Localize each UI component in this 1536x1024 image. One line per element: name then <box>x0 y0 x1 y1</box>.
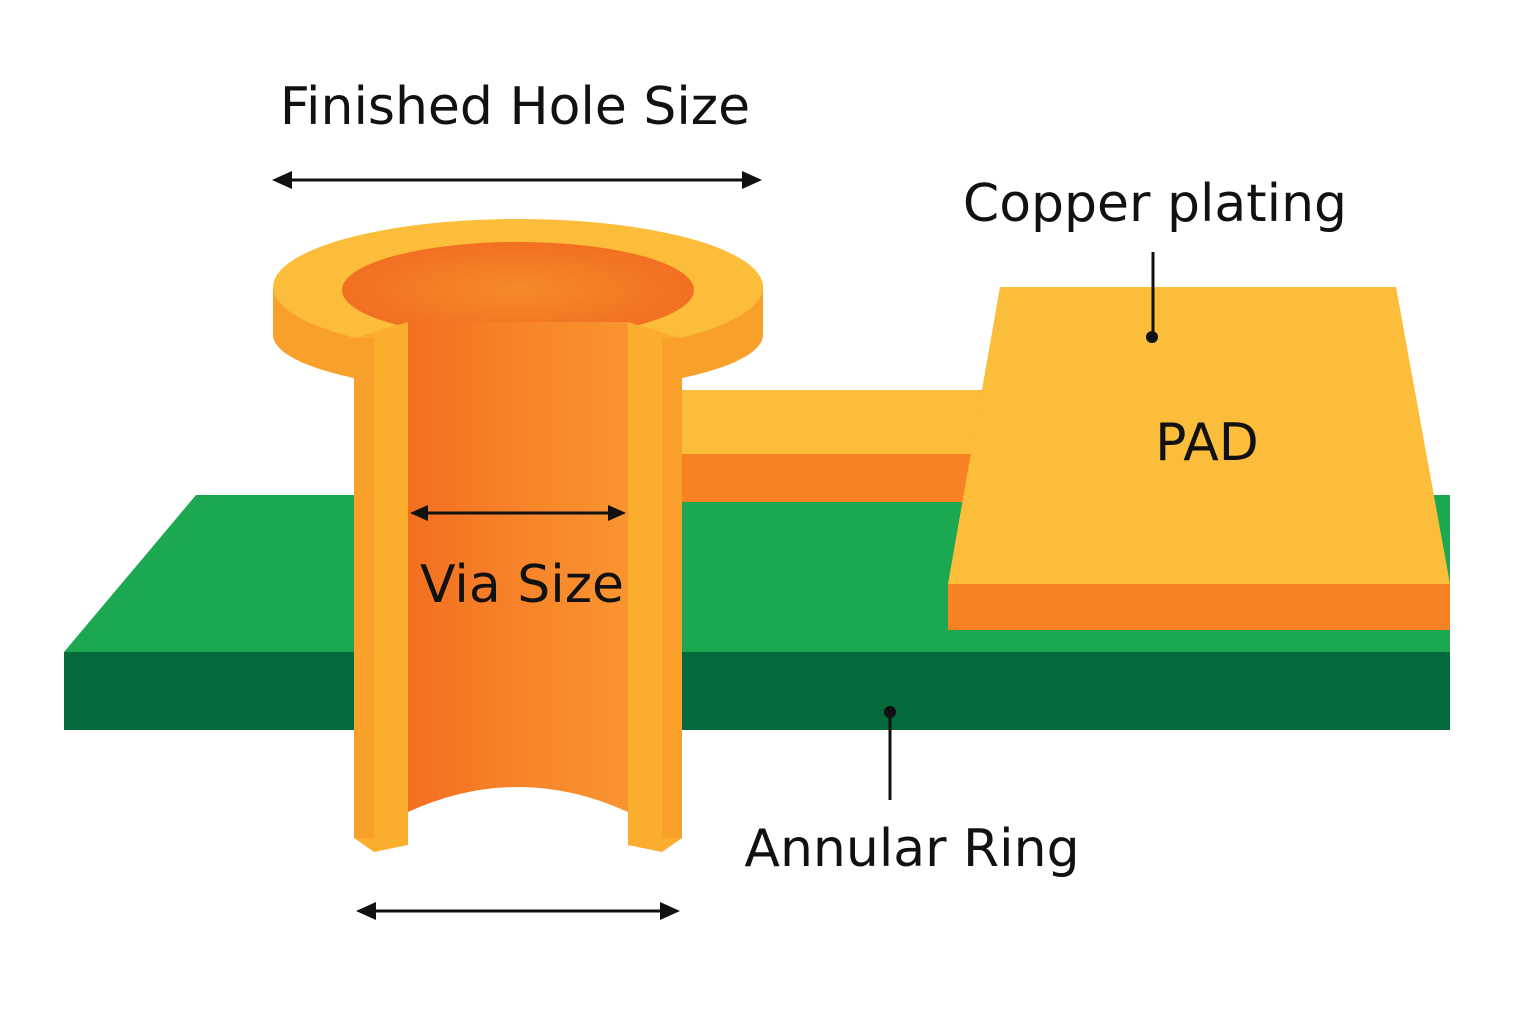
via-size-arrow <box>410 505 626 521</box>
copper-plating-leader <box>1146 252 1158 343</box>
via <box>273 219 763 852</box>
finished-hole-size-label: Finished Hole Size <box>280 77 750 137</box>
via-barrel-left-wall-edge <box>354 338 374 838</box>
via-barrel-interior <box>408 322 628 812</box>
via-barrel-right-wall-edge <box>662 338 682 838</box>
board-front-face <box>64 652 1450 730</box>
trace-top-face <box>682 390 986 454</box>
dimension-arrows <box>272 171 762 920</box>
copper-plating-label: Copper plating <box>963 174 1347 234</box>
trace-front-face <box>682 454 974 502</box>
pad-top-face <box>948 287 1450 584</box>
pad-label: PAD <box>1155 413 1259 473</box>
bottom-dimension-arrow <box>356 902 680 920</box>
via-size-label: Via Size <box>420 555 624 615</box>
annular-ring-leader <box>884 706 896 800</box>
annular-ring-label: Annular Ring <box>744 819 1079 879</box>
leader-lines <box>884 252 1158 800</box>
via-hole-opening <box>342 242 694 338</box>
copper-trace <box>682 390 986 502</box>
pad <box>948 287 1450 630</box>
finished-hole-size-arrow <box>272 171 762 189</box>
pad-front-face <box>948 584 1450 630</box>
